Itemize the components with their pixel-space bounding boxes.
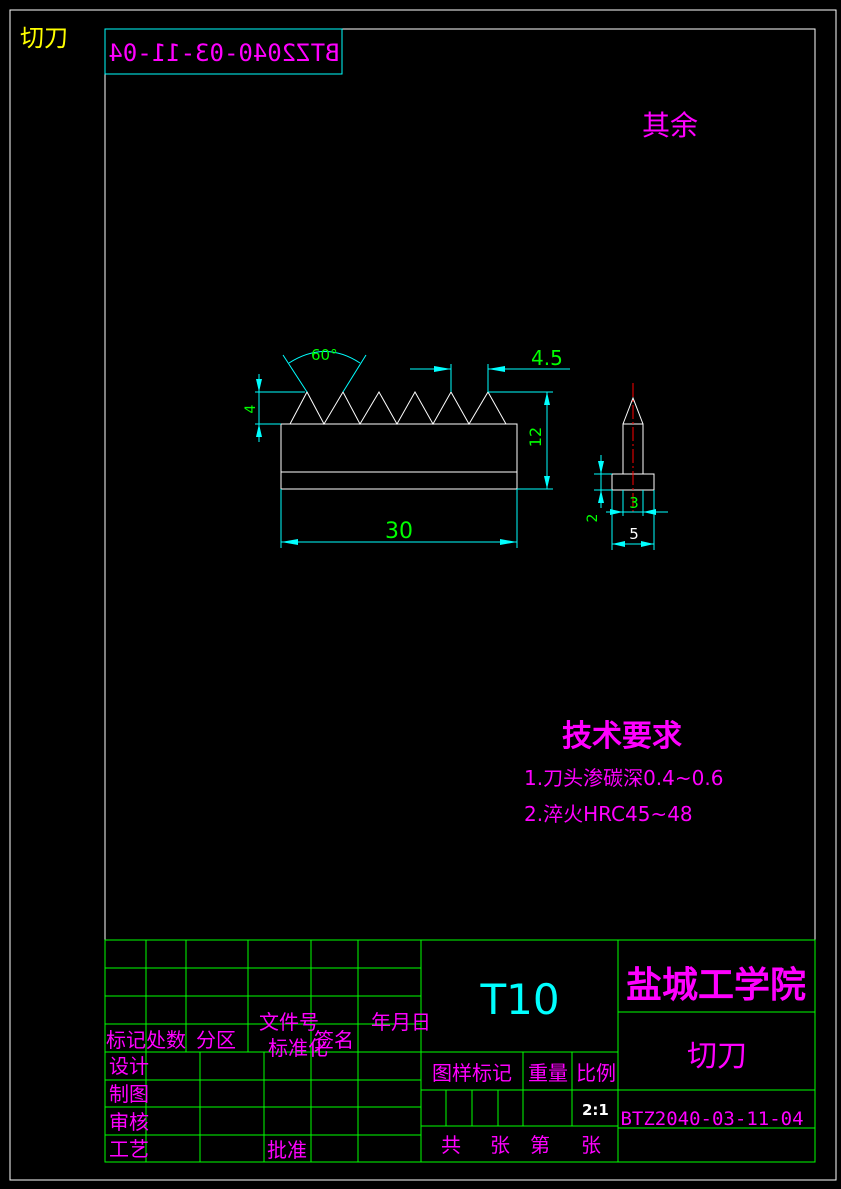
label-doc-no: 文件号 [259, 1010, 319, 1034]
tech-requirement-item: 2.淬火HRC45~48 [524, 802, 693, 826]
part-name: 切刀 [687, 1039, 747, 1074]
school-name: 盐城工学院 [626, 964, 806, 1006]
label-standardize: 标准化 [268, 1036, 328, 1060]
tech-requirements: 技术要求 1.刀头渗碳深0.4~0.6 2.淬火HRC45~48 [524, 719, 723, 826]
dim-side-step: 2 [585, 514, 601, 523]
label-scale: 比例 [576, 1061, 616, 1085]
label-signature: 签名 [314, 1028, 354, 1052]
label-design: 设计 [109, 1054, 149, 1078]
label-weight: 重量 [528, 1061, 568, 1085]
tech-requirement-item: 1.刀头渗碳深0.4~0.6 [524, 766, 723, 790]
label-date: 年月日 [371, 1010, 431, 1034]
label-review: 审核 [109, 1110, 149, 1134]
label-stage-mark: 图样标记 [432, 1061, 512, 1085]
dim-length: 30 [385, 519, 413, 544]
dim-tooth-height: 4 [243, 404, 259, 413]
dim-pitch: 4.5 [531, 346, 563, 370]
label-mark: 标记 [106, 1028, 146, 1052]
label-drafting: 制图 [109, 1082, 149, 1106]
label-sheet: 张 [581, 1133, 601, 1157]
cutter-body [280, 423, 518, 490]
dimension-arrowheads [256, 366, 550, 545]
label-approve: 批准 [267, 1138, 307, 1162]
dim-side-slot: 3 [629, 494, 639, 512]
dim-side-width: 5 [629, 525, 639, 543]
label-count: 处数 [146, 1028, 186, 1052]
dim-total-height: 12 [526, 427, 545, 447]
label-process: 工艺 [109, 1137, 149, 1161]
title-block [104, 939, 816, 1163]
outer-border [9, 9, 837, 1181]
side-view-arrowheads [598, 461, 656, 547]
corner-title: 切刀 [20, 24, 68, 52]
label-zone: 分区 [196, 1028, 236, 1052]
label-total: 共 [441, 1133, 461, 1157]
tech-requirements-heading: 技术要求 [562, 719, 682, 754]
surface-note: 其余 [642, 109, 698, 142]
label-number: 第 [530, 1133, 550, 1157]
drawing-number: BTZ2040-03-11-04 [620, 1108, 803, 1130]
material: T10 [479, 975, 559, 1024]
mirrored-drawing-code: BTZ2040-03-11-04 [108, 39, 339, 67]
label-sheets: 张 [490, 1133, 510, 1157]
title-block-labels: 标记 处数 分区 文件号 签名 年月日 设计 制图 审核 工艺 标准化 批准 图… [106, 964, 806, 1162]
cutter-front-view [280, 390, 518, 490]
mirrored-code-box: BTZ2040-03-11-04 [104, 28, 343, 75]
cutter-teeth [289, 390, 507, 426]
scale-value: 2:1 [582, 1101, 609, 1119]
dim-angle: 60° [311, 346, 338, 364]
